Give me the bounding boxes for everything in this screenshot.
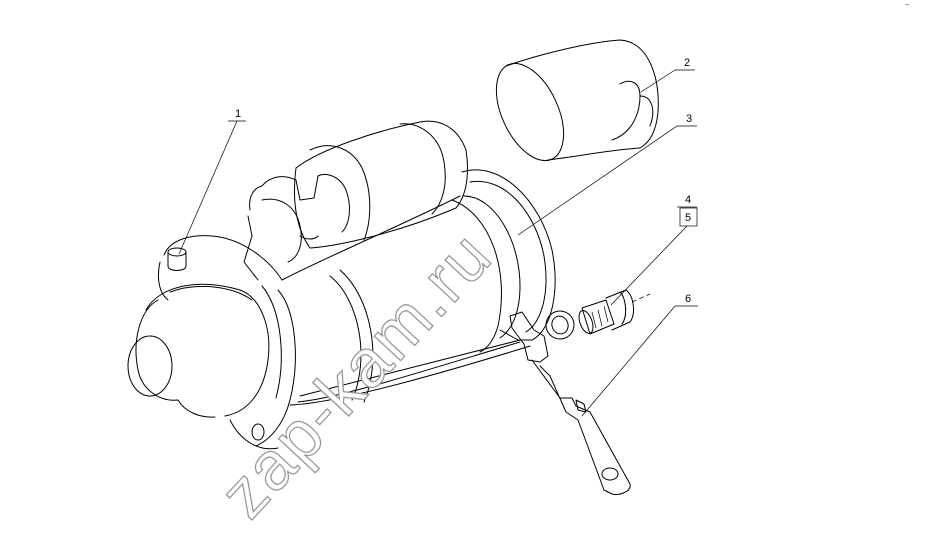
callout-1: 1 bbox=[235, 108, 241, 120]
corner-mark: ~ bbox=[905, 2, 910, 9]
callout-leaders bbox=[178, 69, 698, 417]
starter-motor bbox=[127, 120, 556, 450]
callout-3: 3 bbox=[686, 113, 692, 125]
callout-6: 6 bbox=[685, 293, 691, 305]
cable-terminal bbox=[531, 359, 631, 495]
callout-2: 2 bbox=[684, 57, 690, 69]
callout-4: 4 bbox=[685, 194, 691, 206]
watermark: zap-kam.ru bbox=[205, 217, 506, 532]
protective-cover bbox=[495, 39, 659, 162]
bolt bbox=[578, 289, 651, 335]
washer bbox=[545, 310, 575, 340]
callout-5: 5 bbox=[685, 212, 691, 224]
